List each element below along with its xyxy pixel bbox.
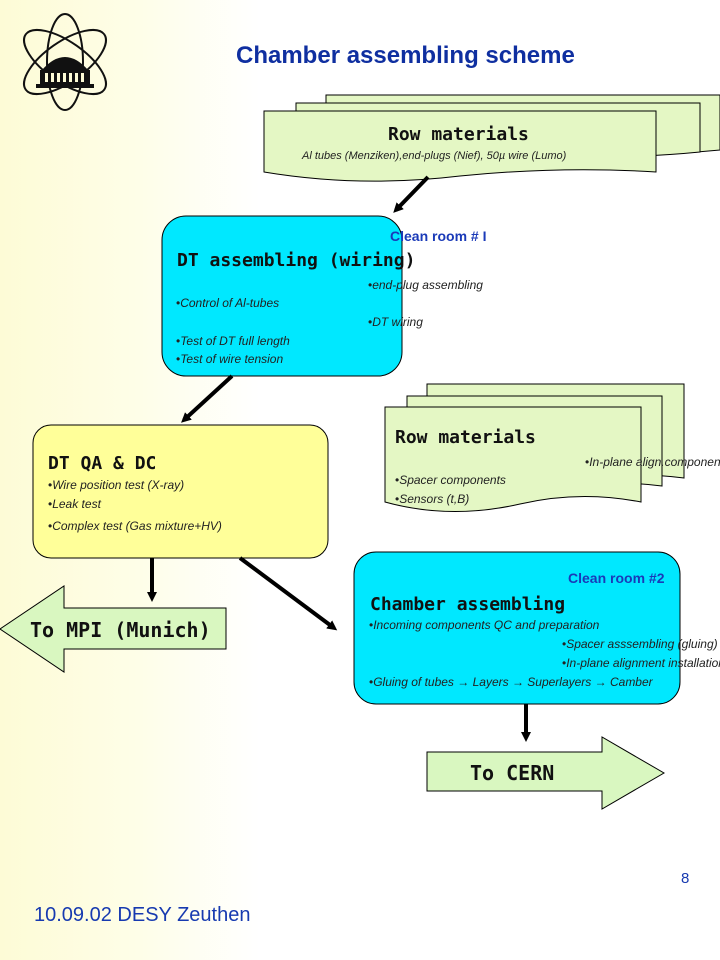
- jinr-logo-icon: [23, 13, 107, 111]
- to-mpi-arrow-shape: [0, 585, 227, 673]
- to-cern-label: To CERN: [470, 761, 555, 785]
- page-number: 8: [681, 870, 690, 887]
- to-mpi-label: To MPI (Munich): [30, 618, 211, 642]
- dt-qa-title: DT QA & DC: [48, 453, 157, 474]
- chamber-item-3: Gluing of tubes → Layers → Superlayers →…: [369, 675, 652, 689]
- raw-2-item-0: In-plane align.components: [585, 455, 720, 469]
- flow-arrows: [147, 175, 531, 742]
- dt-item-1: Control of Al-tubes: [176, 296, 279, 310]
- dt-item-0: end-plug assembling: [368, 278, 483, 292]
- dt-item-4: Test of wire tension: [176, 352, 283, 366]
- raw-2-item-2: Sensors (t,B): [395, 492, 469, 506]
- raw-materials-stack-top: [263, 94, 720, 182]
- chamber-assembling-title: Chamber assembling: [370, 594, 566, 615]
- clean-room-1-label: Clean room # I: [390, 228, 487, 244]
- dt-assembling-title: DT assembling (wiring): [177, 250, 416, 271]
- dt-item-2: DT wiring: [368, 315, 423, 329]
- to-cern-arrow-shape: [426, 736, 665, 810]
- page-title: Chamber assembling scheme: [236, 42, 575, 69]
- chamber-item-1: Spacer asssembling (gluing): [562, 637, 720, 651]
- raw-materials-1-subtitle: Al tubes (Menziken),end-plugs (Nief), 50…: [302, 150, 567, 162]
- raw-2-item-1: Spacer components: [395, 473, 506, 487]
- dt-qa-item-1: Leak test: [48, 497, 101, 511]
- footer-text: 10.09.02 DESY Zeuthen: [34, 904, 251, 926]
- clean-room-2-label: Clean room #2: [568, 570, 665, 586]
- dt-qa-item-0: Wire position test (X-ray): [48, 478, 184, 492]
- chamber-item-0: Incoming components QC and preparation: [369, 618, 599, 632]
- raw-materials-1-title: Row materials: [388, 124, 529, 145]
- dt-qa-item-2: Complex test (Gas mixture+HV): [48, 519, 222, 533]
- raw-materials-2-title: Row materials: [395, 427, 536, 448]
- chamber-item-2: In-plane alignment installation: [562, 656, 720, 670]
- raw-materials-stack-mid: [384, 383, 685, 512]
- dt-item-3: Test of DT full length: [176, 334, 290, 348]
